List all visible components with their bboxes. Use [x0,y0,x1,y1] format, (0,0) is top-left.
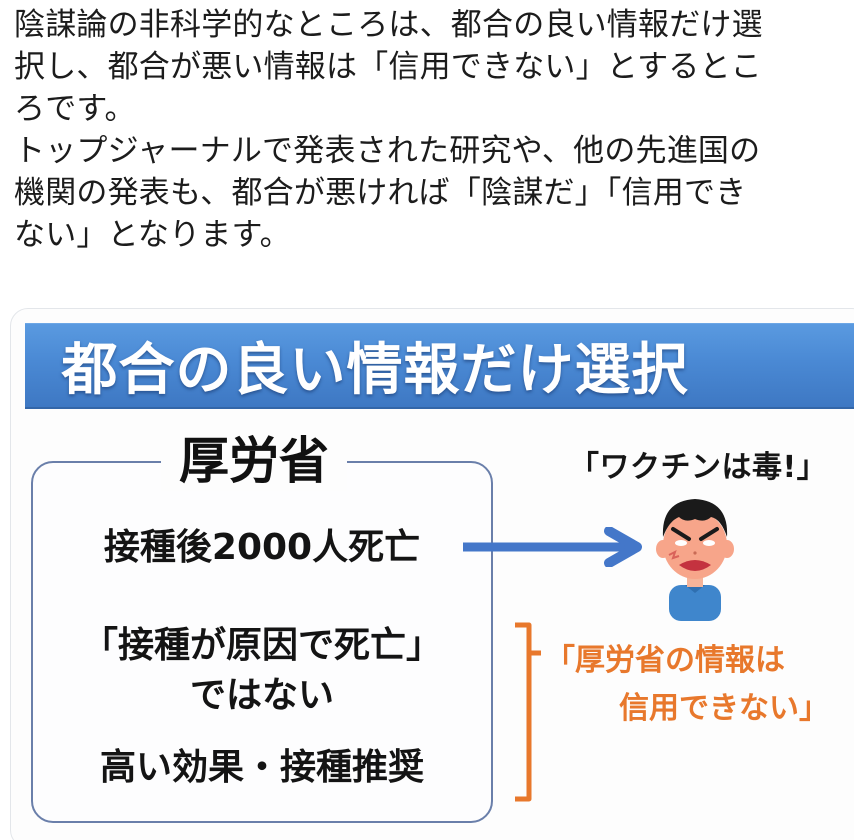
tweet-image[interactable]: 都合の良い情報だけ選択 厚労省 接種後2000人死亡 「接種が原因で死亡」 では… [10,308,854,840]
mhlw-distrust-line-1: 「厚労省の情報は [545,643,785,678]
tweet-line: トップジャーナルで発表された研究や、他の先進国の [14,133,761,169]
not-cause-line: 「接種が原因で死亡」 [81,625,442,666]
tweet-line: 陰謀論の非科学的なところは、都合の良い情報だけ選 [14,7,763,43]
mhlw-info-box: 厚労省 接種後2000人死亡 「接種が原因で死亡」 ではない 高い効果・接種推奨 [31,431,493,823]
mhlw-title: 厚労省 [161,431,347,491]
angry-person-icon [656,499,734,621]
deaths-line: 接種後2000人死亡 [103,527,421,568]
tweet-line: ない」となります。 [14,217,291,253]
tweet-line: 機関の発表も、都合が悪ければ「陰謀だ」「信用でき [14,175,747,211]
tweet-text: 陰謀論の非科学的なところは、都合の良い情報だけ選 択し、都合が悪い情報は「信用で… [14,4,854,256]
recommend-line: 高い効果・接種推奨 [99,747,424,788]
bracket-icon [515,622,541,802]
not-cause-line-2: ではない [189,675,334,716]
mhlw-distrust-line-2: 信用できない」 [619,691,829,726]
tweet-line: ろです。 [14,91,136,127]
tweet-line: 択し、都合が悪い情報は「信用できない」とするとこ [14,49,762,85]
mhlw-distrust-quote: 「厚労省の情報は 信用できない」 [541,637,854,733]
vaccine-poison-quote: 「ワクチンは毒!」 [569,450,828,485]
banner: 都合の良い情報だけ選択 [25,323,854,409]
banner-title: 都合の良い情報だけ選択 [61,338,689,403]
right-arrow-icon [463,527,642,567]
